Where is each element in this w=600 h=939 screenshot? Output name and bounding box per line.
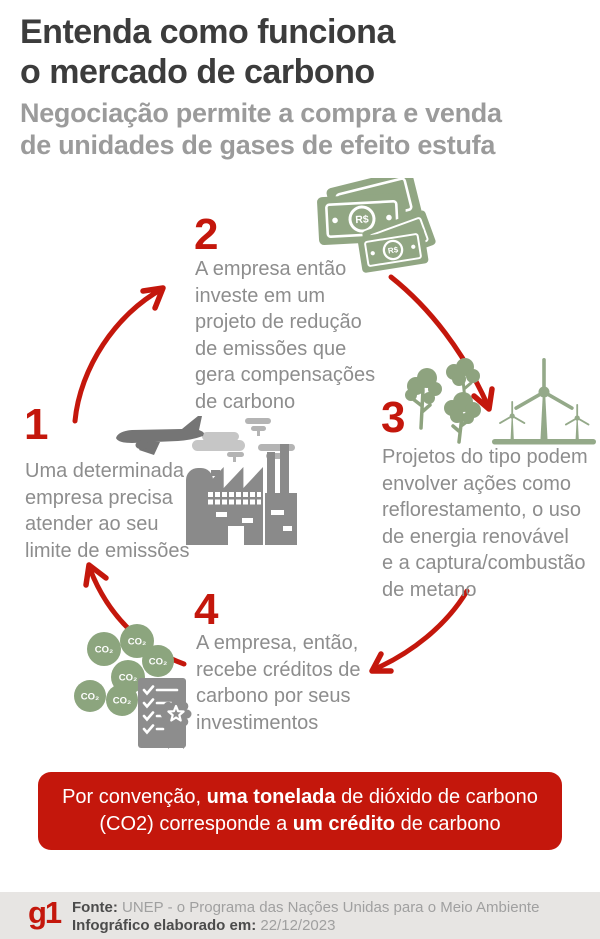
airplane-and-factory-icon — [116, 416, 297, 545]
footer-bar — [0, 892, 600, 939]
tree-icon — [446, 358, 480, 402]
svg-text:CO₂: CO₂ — [128, 637, 146, 648]
award-rosette-icon — [160, 698, 192, 749]
convention-banner: Por convenção, uma tonelada de dióxido d… — [38, 772, 562, 850]
co2-credits-certificate-icon: CO₂ CO₂ CO₂ CO₂ CO₂ CO₂ — [74, 624, 192, 749]
wind-turbine-small-icon — [564, 404, 590, 439]
svg-text:CO₂: CO₂ — [149, 657, 167, 668]
step-4-text: A empresa, então, recebe créditos de car… — [196, 632, 361, 734]
ground-line — [492, 439, 596, 445]
banner-line-1: Por convenção, uma tonelada de dióxido d… — [62, 786, 538, 808]
subtitle-line-2: de unidades de gases de efeito estufa — [20, 130, 496, 160]
source-line: Fonte: UNEP - o Programa das Nações Unid… — [72, 899, 540, 916]
date-line: Infográfico elaborado em: 22/12/2023 — [72, 917, 336, 934]
airplane-icon — [116, 416, 204, 455]
co2-circles: CO₂ CO₂ CO₂ CO₂ CO₂ CO₂ — [74, 624, 174, 716]
arrow-step1-to-step2-icon — [72, 285, 166, 424]
page-title: Entenda como funciona o mercado de carbo… — [20, 12, 395, 92]
title-line-1: Entenda como funciona — [20, 13, 395, 51]
co2-circle-icon: CO₂ — [120, 624, 154, 658]
star-icon — [167, 704, 185, 722]
svg-text:CO₂: CO₂ — [95, 645, 113, 656]
co2-circle-icon: CO₂ — [106, 684, 138, 716]
subtitle-line-1: Negociação permite a compra e venda — [20, 98, 502, 128]
step-2-number: 2 — [194, 210, 219, 259]
step-2-text: A empresa então investe em um projeto de… — [195, 258, 376, 413]
title-line-2: o mercado de carbono — [20, 53, 375, 91]
step-1-number: 1 — [24, 400, 49, 449]
certificate-icon — [138, 678, 192, 749]
step-3-text: Projetos do tipo podem envolver ações co… — [382, 446, 588, 601]
co2-circle-icon: CO₂ — [142, 645, 174, 677]
footer-source: Fonte: UNEP - o Programa das Nações Unid… — [72, 899, 539, 935]
g1-logo: g1 — [28, 895, 62, 930]
arrow-step3-to-step4-icon — [369, 588, 470, 674]
step-4-number: 4 — [194, 585, 219, 634]
co2-circle-icon: CO₂ — [74, 680, 106, 712]
svg-text:CO₂: CO₂ — [119, 673, 137, 684]
trees-icon — [405, 358, 481, 444]
step-3-number: 3 — [381, 393, 406, 442]
page-subtitle: Negociação permite a compra e venda de u… — [20, 97, 502, 161]
arrow-step2-to-step3-icon — [388, 274, 495, 412]
banner-line-2: (CO2) corresponde a um crédito de carbon… — [99, 813, 501, 835]
cloud-icon — [192, 432, 245, 451]
banknotes-icon: R$ — [315, 178, 438, 275]
factory-windows — [208, 492, 292, 545]
wind-turbine-small-icon — [499, 401, 526, 439]
tree-icon — [444, 392, 481, 444]
tree-icon — [405, 368, 442, 430]
step-1-text: Uma determinada empresa precisa atender … — [25, 460, 190, 562]
factory-icon — [186, 444, 297, 545]
wind-turbines-icon — [492, 358, 596, 445]
svg-text:CO₂: CO₂ — [81, 692, 99, 703]
wind-turbine-large-icon — [514, 358, 574, 439]
svg-text:CO₂: CO₂ — [113, 696, 131, 707]
co2-circle-icon: CO₂ — [87, 632, 121, 666]
